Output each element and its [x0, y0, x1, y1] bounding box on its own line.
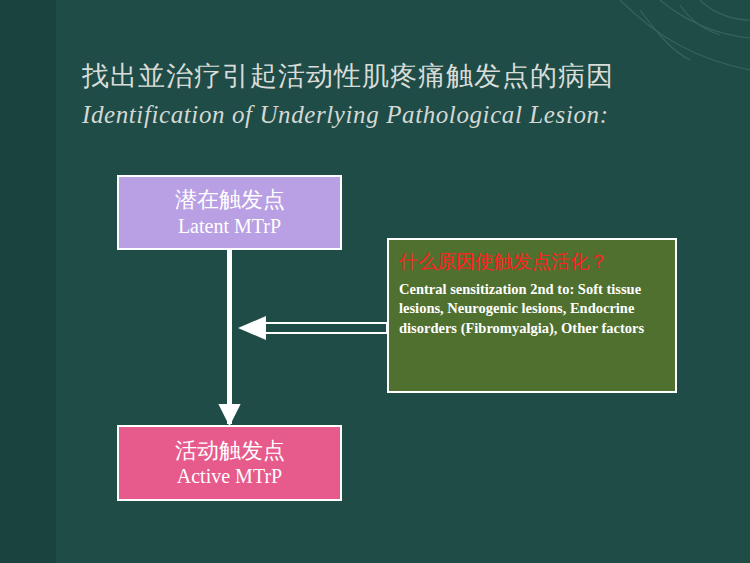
- side-band: [0, 0, 56, 563]
- slide-title: 找出並治疗引起活动性肌疼痛触发点的病因: [82, 58, 614, 94]
- box-body: Central sensitization 2nd to: Soft tissu…: [399, 280, 665, 339]
- box-heading: 活动触发点: [129, 437, 330, 465]
- box-heading: 潜在触发点: [129, 186, 330, 214]
- box-body: Latent MTrP: [129, 214, 330, 239]
- slide-subtitle: Identification of Underlying Pathologica…: [82, 101, 609, 129]
- box-body: Active MTrP: [129, 464, 330, 489]
- flow-arrow: [227, 250, 232, 424]
- active-box: 活动触发点Active MTrP: [117, 425, 342, 501]
- box-heading: 什么原因使触发点活化？: [399, 250, 665, 274]
- hollow-arrow: [238, 316, 387, 340]
- feather-ornament: [620, 0, 750, 70]
- latent-box: 潜在触发点Latent MTrP: [117, 175, 342, 250]
- cause-box: 什么原因使触发点活化？ Central sensitization 2nd to:…: [387, 238, 677, 393]
